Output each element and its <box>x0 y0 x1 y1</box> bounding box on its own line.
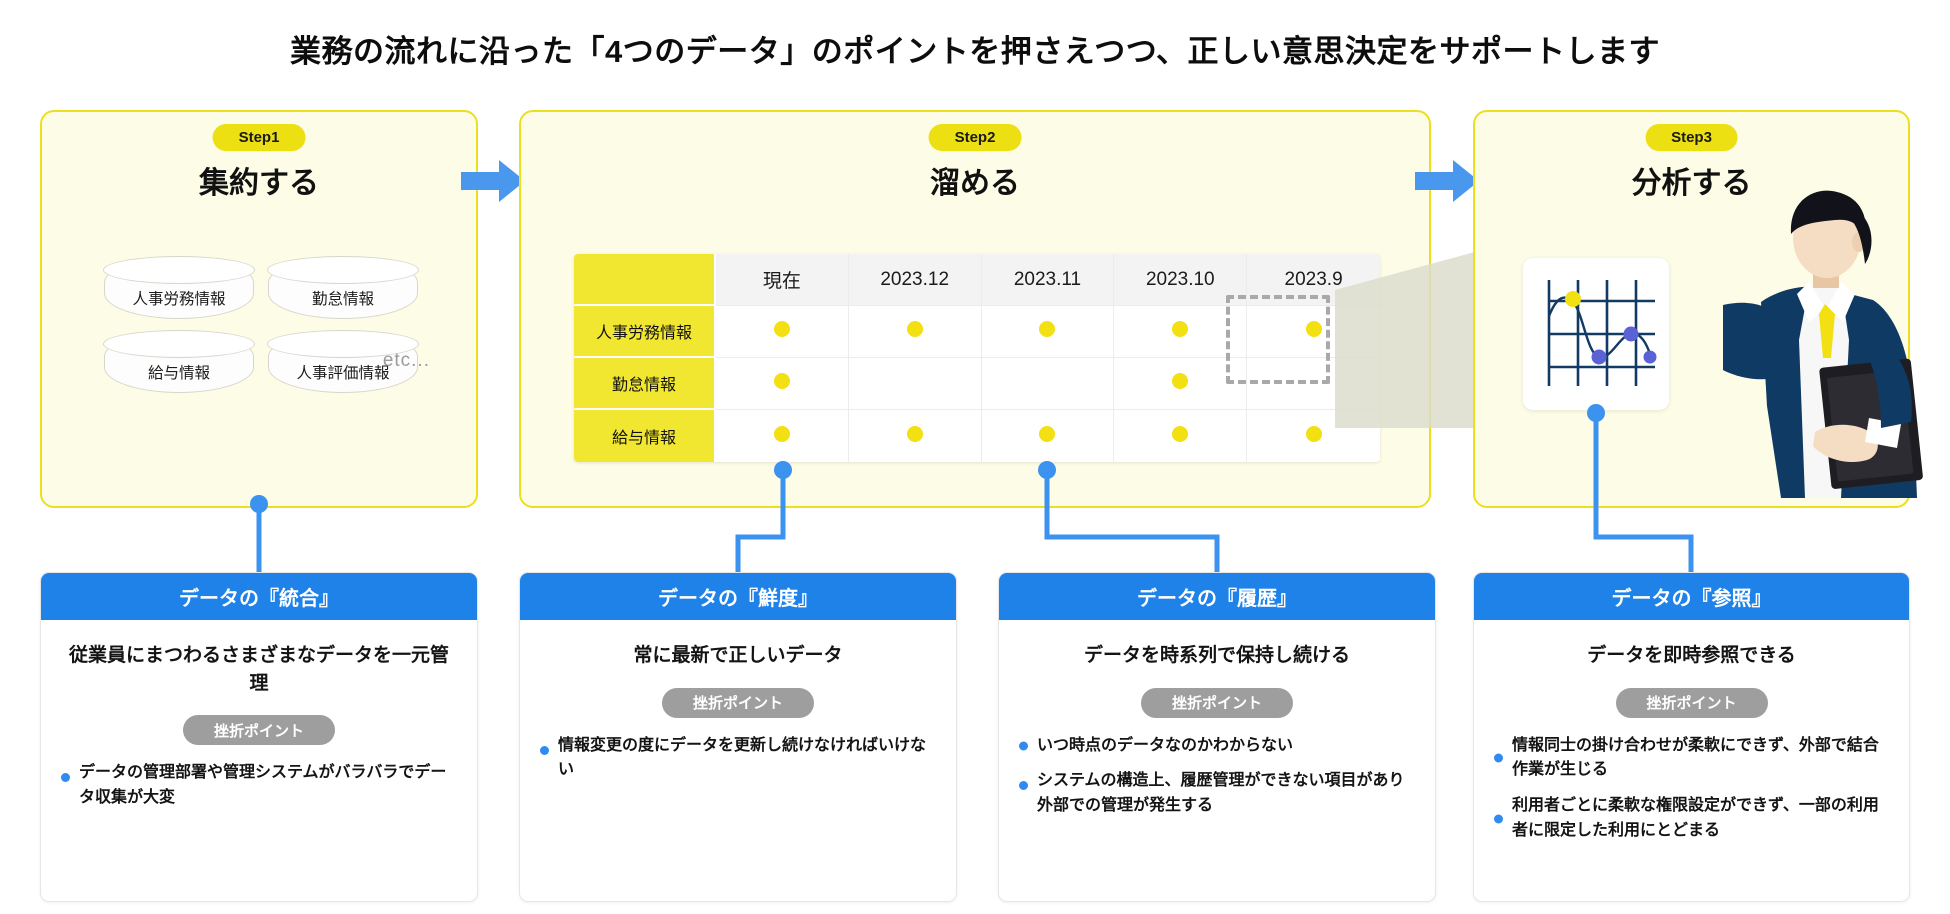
pain-point-list: データの管理部署や管理システムがバラバラでデータ収集が大変 <box>59 761 455 811</box>
pain-point-chip: 挫折ポイント <box>1141 687 1293 718</box>
matrix-cell <box>981 306 1115 358</box>
step-panel-1: Step1 集約する 人事労務情報 勤怠情報 給与情報 人事評価情報 etc..… <box>40 110 478 508</box>
step-panel-2: Step2 溜める 現在 2023.12 2023.11 2023.10 202… <box>519 110 1431 508</box>
yellow-dot-icon <box>1305 425 1322 442</box>
yellow-dot-icon <box>1305 321 1322 337</box>
list-item: いつ時点のデータなのかわからない <box>1017 734 1413 759</box>
matrix-col-header: 2023.12 <box>848 254 982 306</box>
info-card-integration: データの『統合』 従業員にまつわるさまざまなデータを一元管理 挫折ポイント デー… <box>40 572 478 902</box>
yellow-dot-icon <box>773 321 790 337</box>
card-header: データの『統合』 <box>41 573 477 620</box>
pain-point-list: 情報同士の掛け合わせが柔軟にできず、外部で結合作業が生じる 利用者ごとに柔軟な権… <box>1492 734 1887 844</box>
step2-heading: 溜める <box>930 167 1020 200</box>
matrix-cell <box>716 306 849 358</box>
line-chart-icon <box>1547 280 1657 386</box>
yellow-dot-icon <box>1172 321 1189 337</box>
yellow-dot-icon <box>773 425 790 442</box>
matrix-row-header: 給与情報 <box>574 410 716 462</box>
data-source-group: 人事労務情報 勤怠情報 給与情報 人事評価情報 <box>86 256 436 393</box>
card-lead: データを即時参照できる <box>1587 645 1796 666</box>
step1-heading: 集約する <box>199 167 319 200</box>
list-item: 利用者ごとに柔軟な権限設定ができず、一部の利用者に限定した利用にとどまる <box>1492 794 1887 844</box>
matrix-cell <box>849 410 982 462</box>
cylinder-label: 人事評価情報 <box>296 365 390 382</box>
step3-badge: Step3 <box>1645 124 1738 151</box>
data-source-cylinder: 給与情報 <box>103 330 256 393</box>
list-item: データの管理部署や管理システムがバラバラでデータ収集が大変 <box>59 761 455 811</box>
matrix-header-row: 現在 2023.12 2023.11 2023.10 2023.9 <box>574 254 1380 306</box>
matrix-cell <box>1114 410 1248 462</box>
matrix-row-header: 勤怠情報 <box>574 358 716 410</box>
pain-point-chip: 挫折ポイント <box>1615 687 1768 718</box>
matrix-cell <box>1114 306 1248 358</box>
matrix-col-header: 2023.10 <box>1114 254 1248 306</box>
yellow-dot-icon <box>1039 425 1056 442</box>
pain-point-chip: 挫折ポイント <box>662 687 814 718</box>
yellow-dot-icon <box>906 425 923 442</box>
matrix-corner-cell <box>574 254 716 306</box>
list-item: 情報同士の掛け合わせが柔軟にできず、外部で結合作業が生じる <box>1492 734 1887 784</box>
info-card-reference: データの『参照』 データを即時参照できる 挫折ポイント 情報同士の掛け合わせが柔… <box>1473 572 1910 902</box>
list-item: 情報変更の度にデータを更新し続けなければいけない <box>538 734 934 784</box>
matrix-cell <box>1247 410 1380 462</box>
matrix-row-header: 人事労務情報 <box>574 306 716 358</box>
pain-point-list: いつ時点のデータなのかわからない システムの構造上、履歴管理ができない項目があり… <box>1017 734 1413 819</box>
cylinder-label: 勤怠情報 <box>311 291 374 308</box>
data-source-cylinder: 勤怠情報 <box>267 256 420 319</box>
analysis-chart-card <box>1523 258 1669 410</box>
yellow-dot-icon <box>1172 373 1189 389</box>
data-retention-matrix: 現在 2023.12 2023.11 2023.10 2023.9 人事労務情報… <box>574 254 1380 462</box>
businessman-illustration <box>1723 190 1923 498</box>
matrix-cell <box>716 410 849 462</box>
page-title: 業務の流れに沿った「4つのデータ」のポイントを押さえつつ、正しい意思決定をサポー… <box>289 34 1661 69</box>
matrix-cell <box>981 358 1115 410</box>
cylinder-label: 給与情報 <box>147 365 210 382</box>
card-lead: データを時系列で保持し続ける <box>1083 645 1350 666</box>
matrix-cell <box>982 410 1115 462</box>
flow-arrow-right-icon <box>461 160 525 202</box>
matrix-col-header: 現在 <box>716 254 849 306</box>
step3-heading: 分析する <box>1631 167 1752 200</box>
yellow-dot-icon <box>773 373 790 389</box>
matrix-col-header: 2023.11 <box>981 254 1115 306</box>
step2-badge: Step2 <box>928 124 1022 151</box>
info-card-freshness: データの『鮮度』 常に最新で正しいデータ 挫折ポイント 情報変更の度にデータを更… <box>519 572 957 902</box>
info-card-history: データの『履歴』 データを時系列で保持し続ける 挫折ポイント いつ時点のデータな… <box>998 572 1436 902</box>
flow-arrow-right-icon <box>1415 160 1479 202</box>
matrix-cell <box>1247 306 1380 358</box>
yellow-dot-icon <box>1039 321 1056 337</box>
card-lead: 常に最新で正しいデータ <box>633 645 843 666</box>
yellow-dot-icon <box>906 321 923 337</box>
card-lead: 従業員にまつわるさまざまなデータを一元管理 <box>68 645 449 694</box>
cylinder-label: 人事労務情報 <box>132 291 226 308</box>
matrix-cell <box>848 306 982 358</box>
pain-point-chip: 挫折ポイント <box>183 715 335 746</box>
etc-label: etc... <box>382 350 430 371</box>
yellow-dot-icon <box>1172 425 1189 442</box>
matrix-cell <box>848 358 982 410</box>
card-header: データの『参照』 <box>1474 573 1909 620</box>
table-row: 給与情報 <box>574 410 1380 462</box>
matrix-cell <box>1247 358 1380 410</box>
card-header: データの『履歴』 <box>999 573 1435 620</box>
matrix-cell <box>1114 358 1248 410</box>
step1-badge: Step1 <box>212 124 306 151</box>
pain-point-list: 情報変更の度にデータを更新し続けなければいけない <box>538 734 934 784</box>
data-source-cylinder: 人事評価情報 <box>267 330 420 393</box>
list-item: システムの構造上、履歴管理ができない項目があり外部での管理が発生する <box>1017 769 1413 819</box>
matrix-body: 人事労務情報勤怠情報給与情報 <box>574 306 1380 462</box>
table-row: 人事労務情報 <box>574 306 1380 358</box>
matrix-cell <box>716 358 849 410</box>
table-row: 勤怠情報 <box>574 358 1380 410</box>
data-source-cylinder: 人事労務情報 <box>103 256 256 319</box>
card-header: データの『鮮度』 <box>520 573 956 620</box>
